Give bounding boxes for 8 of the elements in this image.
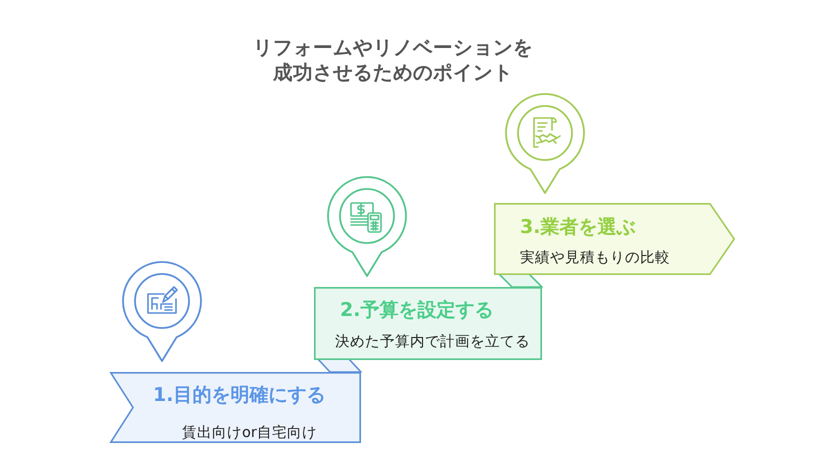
step-description: 賃出向けor自宅向け [182,424,317,443]
title: リフォームやリノベーションを成功させるためのポイント [252,35,534,85]
step-description: 実績や見積もりの比較 [520,248,670,268]
arrow-banner [494,203,735,275]
step-heading: 2.予算を設定する [340,298,494,322]
step-description: 決めた予算内で計画を立てる [335,332,530,352]
step-heading: 1.目的を明確にする [153,383,326,407]
step-heading: 3.業者を選ぶ [520,215,636,239]
